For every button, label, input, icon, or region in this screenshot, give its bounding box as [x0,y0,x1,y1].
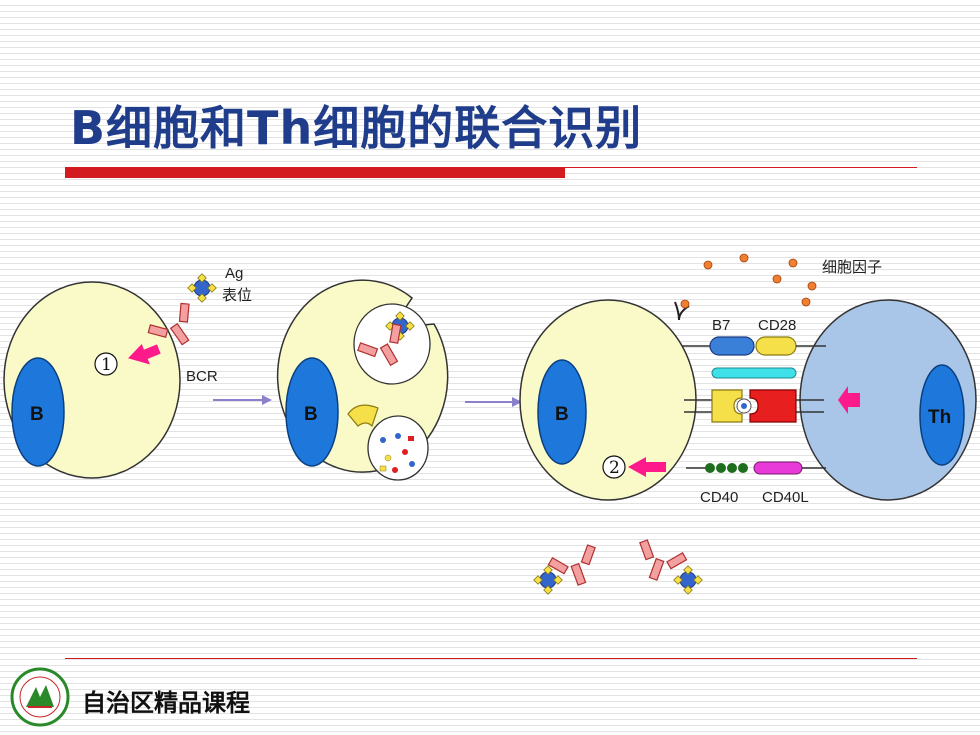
epitope-label: 表位 [222,286,252,304]
panel-3-interaction: Th B 2 B7 CD28 CD40 CD40L [519,253,977,595]
step-1-number: 1 [101,355,112,375]
page-title: B细胞和Th细胞的联合识别 [70,101,643,155]
cytokine-dots [680,253,817,309]
ag-label: Ag [225,265,243,282]
secreted-antibody-1 [546,542,606,593]
tcr-molecule [749,389,797,423]
b-label-2: B [304,404,318,425]
panel-2-b-cell: B [276,279,449,481]
b7-label: B7 [712,317,730,334]
bcr-label: BCR [186,368,218,385]
footer-rule [65,658,917,659]
step-1-marker [94,352,118,376]
footer-course-label: 自治区精品课程 [82,689,250,717]
step-1-arrow [128,344,161,365]
cytokine-label: 细胞因子 [822,258,882,276]
step-2-number: 2 [609,458,620,478]
th-label: Th [928,407,951,428]
th-activation-arrow [838,386,860,414]
mhc-ii-molecule [711,389,743,423]
b-nucleus-2 [285,357,339,467]
cd40l-molecule [753,461,803,475]
b-nucleus-1 [11,357,65,467]
b-th-recognition-diagram: B 1 Ag 表位 BCR B Th [3,253,977,595]
b-label-3: B [555,404,569,425]
adhesion-molecule [711,367,797,379]
title-underline-thin [565,167,917,168]
cd28-molecule [755,336,797,356]
b-label-1: B [30,404,44,425]
b-nucleus-3 [537,359,587,465]
cd40l-label: CD40L [762,489,809,506]
process-arrow-2 [465,397,522,407]
b7-molecule [709,336,755,356]
cd28-label: CD28 [758,317,796,334]
step-2-arrow [628,457,666,477]
cytokine-receptor [674,301,690,321]
university-logo [10,667,70,727]
mhc-complex [347,404,379,428]
panel-1-b-cell: B 1 Ag 表位 BCR [3,265,252,479]
cd40-label: CD40 [700,489,738,506]
process-arrow-1 [213,395,272,405]
th-nucleus [919,364,965,466]
title-underline-thick [65,167,565,178]
cd40-molecule [738,463,748,473]
secreted-antigen-2 [673,565,703,595]
step-2-marker [602,455,626,479]
lysosome [367,415,429,481]
peptide-antigen [741,403,747,409]
antigen-icon [187,273,217,303]
